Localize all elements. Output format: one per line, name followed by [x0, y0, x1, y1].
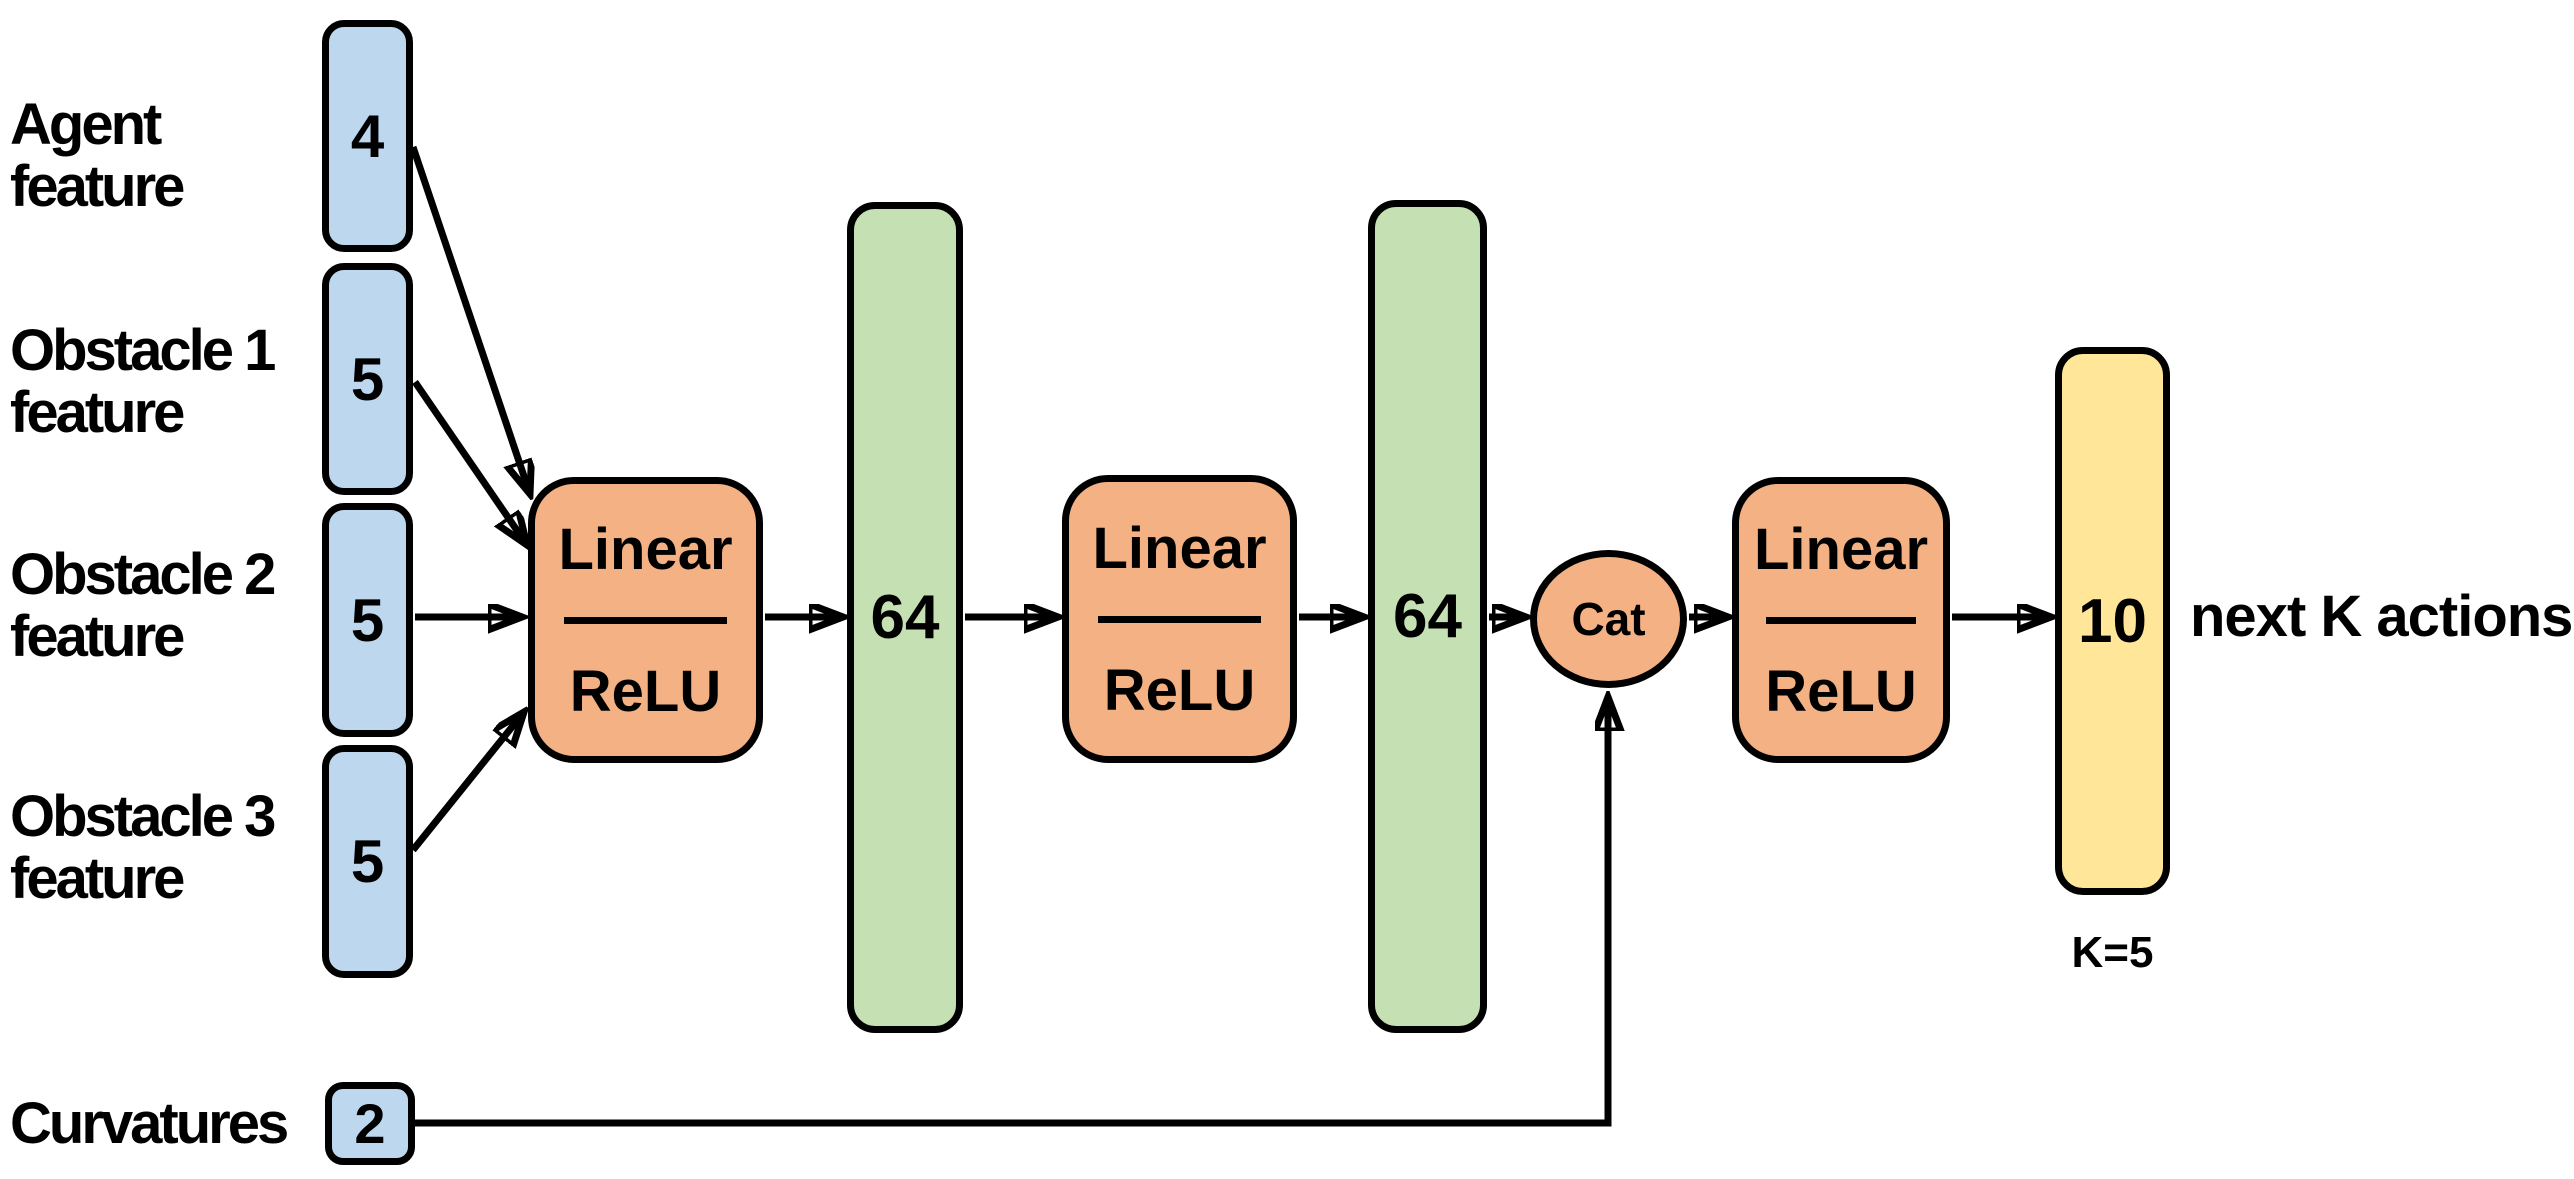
label-line: feature	[10, 154, 185, 219]
hidden-layer-1: 64	[847, 202, 963, 1033]
output-dim: 10	[2078, 586, 2147, 656]
mlp-linear-label: Linear	[1092, 515, 1267, 581]
mlp-block-2: Linear ReLU	[1062, 475, 1297, 763]
hidden-dim: 64	[1393, 582, 1462, 651]
input-dim: 5	[350, 345, 385, 413]
k-annotation: K=5	[2071, 928, 2154, 977]
label-line: Obstacle 2	[10, 542, 276, 607]
label-obstacle2-feature: Obstacle 2 feature	[10, 544, 310, 668]
input-dim: 5	[350, 828, 385, 895]
label-obstacle3-feature: Obstacle 3 feature	[10, 786, 310, 910]
input-box-obstacle1: 5	[322, 263, 413, 495]
input-dim: 5	[350, 586, 385, 654]
input-dim: 2	[354, 1092, 386, 1155]
label-line: feature	[10, 846, 185, 911]
mlp-divider	[1097, 615, 1262, 623]
input-dim: 4	[350, 102, 385, 170]
output-caption: next K actions	[2190, 584, 2573, 649]
label-line: feature	[10, 380, 185, 445]
input-box-obstacle2: 5	[322, 503, 413, 737]
label-line: Obstacle 1	[10, 318, 276, 383]
mlp-block-3: Linear ReLU	[1732, 477, 1950, 763]
label-line: feature	[10, 604, 185, 669]
mlp-relu-label: ReLU	[1765, 658, 1917, 724]
hidden-dim: 64	[870, 583, 940, 652]
mlp-relu-label: ReLU	[569, 658, 722, 724]
mlp-divider	[1765, 616, 1917, 624]
hidden-layer-2: 64	[1368, 200, 1487, 1033]
label-line: Obstacle 3	[10, 784, 276, 849]
mlp-relu-label: ReLU	[1103, 657, 1256, 723]
arrow-obstacle1-to-mlp1	[412, 380, 527, 545]
mlp-linear-label: Linear	[558, 516, 733, 582]
arrow-curvatures-to-cat	[415, 697, 1608, 1127]
arrow-obstacle3-to-mlp1	[410, 712, 524, 853]
mlp-divider	[563, 616, 728, 624]
concat-label: Cat	[1571, 593, 1646, 645]
label-curvatures: Curvatures	[10, 1095, 310, 1153]
arrow-agent-to-mlp1	[409, 145, 530, 494]
input-box-obstacle3: 5	[322, 745, 413, 978]
label-line: Agent	[10, 92, 162, 157]
output-box: 10	[2055, 347, 2170, 895]
input-box-agent: 4	[322, 20, 413, 252]
mlp-block-1: Linear ReLU	[528, 477, 763, 763]
label-agent-feature: Agent feature	[10, 94, 310, 218]
input-box-curvatures: 2	[325, 1082, 415, 1165]
label-obstacle1-feature: Obstacle 1 feature	[10, 320, 310, 444]
concat-node: Cat	[1530, 550, 1687, 688]
mlp-linear-label: Linear	[1753, 516, 1929, 582]
label-line: Curvatures	[10, 1091, 289, 1156]
